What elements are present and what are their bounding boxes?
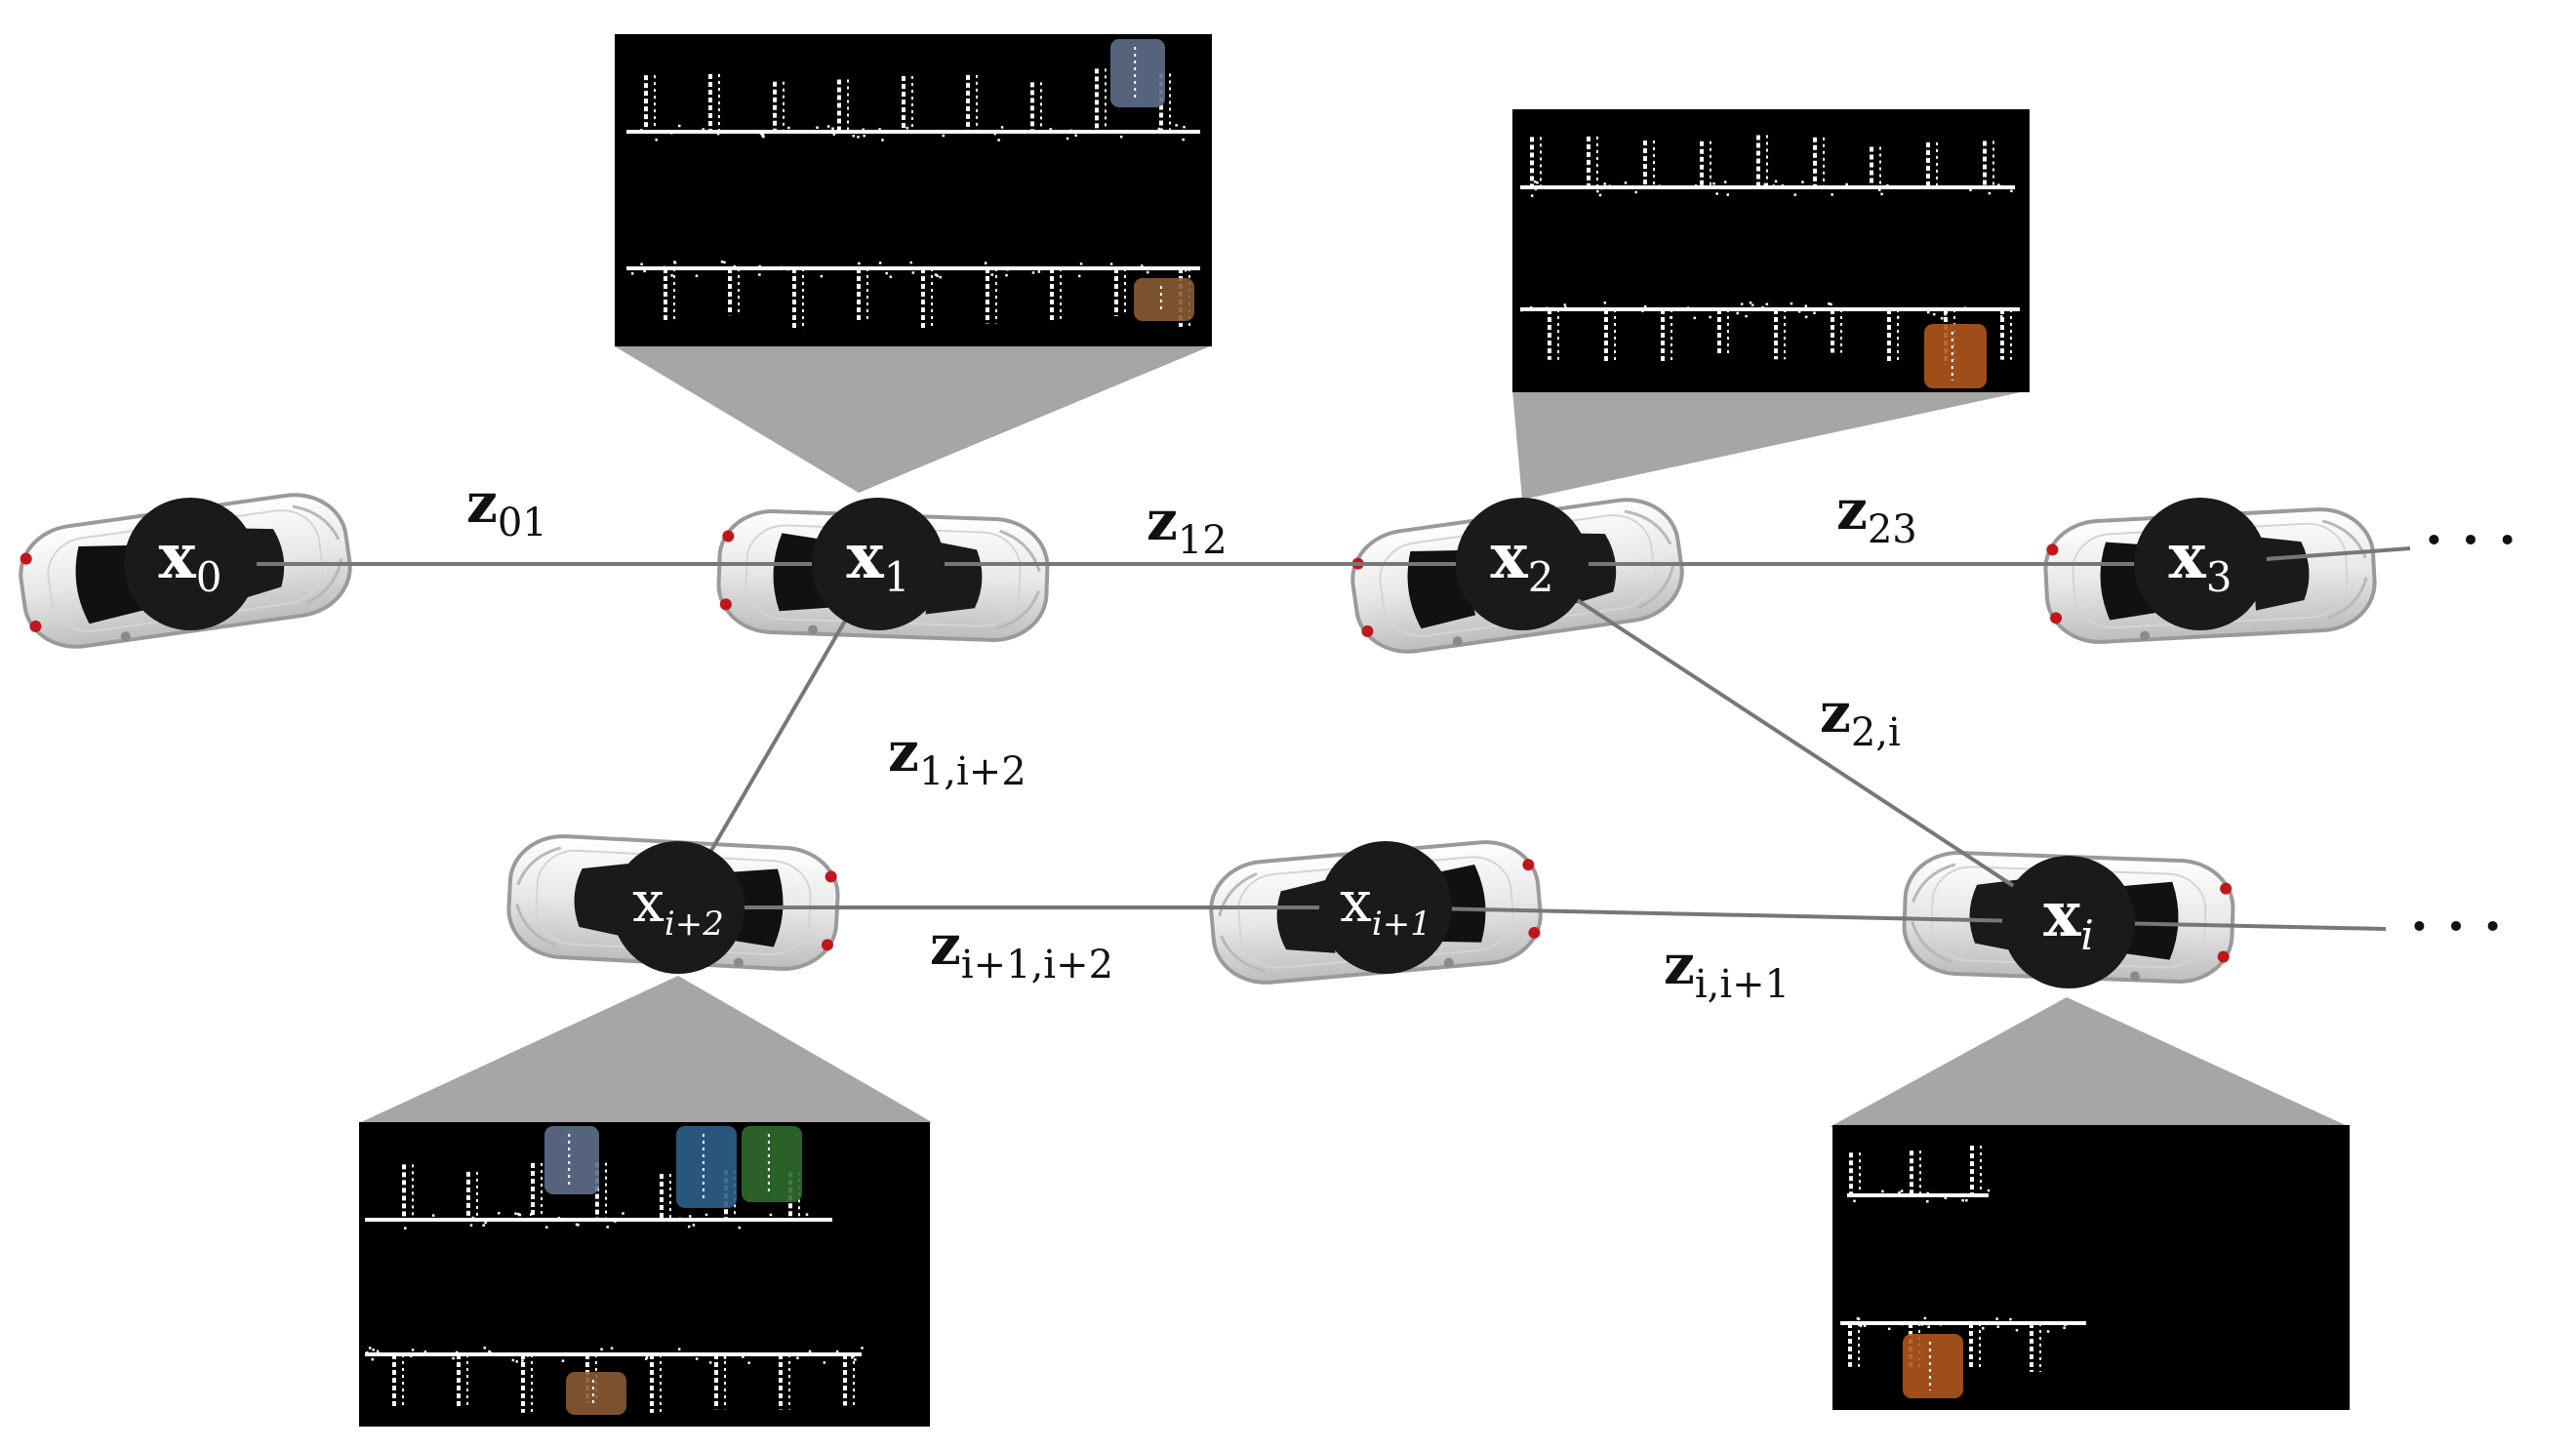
callout-x1 (615, 346, 1210, 493)
edge-label-x2-x3: z23 (1836, 478, 1917, 552)
edge-label-sub: 1,i+2 (919, 749, 1026, 794)
edge-label-base: z (1820, 681, 1851, 745)
node-label: x1 (847, 520, 910, 601)
edge-label-base: z (930, 913, 961, 978)
edge-xi1-xi (1385, 906, 2070, 924)
ellipsis-bottom: · · · (2410, 895, 2502, 957)
node-label-sub: 0 (196, 553, 222, 601)
edge-label-base: z (1664, 933, 1695, 997)
node-label-sub: i+2 (664, 905, 724, 944)
node-xi1: xi+1 (1319, 841, 1452, 974)
node-x2: x2 (1456, 498, 1589, 630)
scan-inset-xi (1832, 1125, 2350, 1410)
node-xi: xi (2002, 856, 2135, 988)
callout-layer (361, 346, 2350, 1127)
node-label-sub: 1 (884, 553, 910, 601)
edge-layer (190, 546, 2411, 931)
edge-label-x2-xi: z2,i (1820, 681, 1901, 755)
edge-label-sub: i+1,i+2 (961, 943, 1113, 987)
scan-inset-x2 (1512, 109, 2030, 392)
edge-label-x1-xi2: z1,i+2 (888, 720, 1026, 794)
edge-label-sub: 23 (1868, 507, 1917, 552)
scan-layer (359, 34, 2350, 1427)
callout-xi2 (361, 976, 932, 1122)
ellipsis-top: · · · (2425, 508, 2516, 571)
callout-x2 (1512, 390, 2030, 500)
edge-label-base: z (1147, 489, 1178, 553)
node-label-sub: 2 (1528, 553, 1554, 601)
node-label: xi+1 (1340, 868, 1431, 944)
node-label-base: x (2043, 878, 2081, 951)
edge-label-sub: 12 (1178, 518, 1228, 563)
edge-label-base: z (466, 471, 498, 536)
parked-car-patch (676, 1126, 737, 1208)
node-xi2: xi+2 (612, 841, 745, 974)
node-label-base: x (159, 520, 197, 593)
node-label-base: x (847, 520, 885, 593)
node-label: x2 (1491, 520, 1554, 601)
node-label-base: x (1491, 520, 1529, 593)
parked-car-patch (1924, 324, 1987, 388)
parked-car-patch (742, 1126, 802, 1202)
node-x1: x1 (812, 498, 945, 630)
node-label-sub: i+1 (1372, 905, 1431, 944)
parked-car-patch (1134, 278, 1194, 321)
edge-label-x0-x1: z01 (466, 471, 547, 545)
edge-label-base: z (888, 720, 919, 785)
edge-label-xi1-xi: zi,i+1 (1664, 933, 1790, 1007)
edge-label-x1-x2: z12 (1147, 489, 1228, 563)
callout-xi (1830, 997, 2350, 1127)
node-label: xi (2043, 878, 2094, 959)
node-label-base: x (632, 868, 664, 935)
edge-x2-xi (1520, 562, 2071, 924)
parked-car-patch (1903, 1334, 1963, 1398)
edge-label-base: z (1836, 478, 1868, 543)
node-label-base: x (2169, 520, 2207, 593)
parked-car-patch (544, 1126, 599, 1194)
node-label: x0 (159, 520, 222, 601)
edge-label-sub: 2,i (1851, 710, 1901, 755)
parked-car-patch (566, 1372, 626, 1415)
scan-inset-x1 (615, 34, 1212, 346)
node-x0: x0 (124, 498, 257, 630)
node-label: x3 (2169, 520, 2233, 601)
node-label-base: x (1340, 868, 1372, 935)
edge-label-sub: 01 (498, 501, 547, 545)
edge-label-xi2-xi1: zi+1,i+2 (930, 913, 1113, 987)
node-label-sub: 3 (2206, 553, 2233, 601)
node-x3: x3 (2134, 498, 2267, 630)
parked-car-patch (1110, 39, 1165, 107)
node-label-sub: i (2080, 911, 2093, 959)
scan-inset-xi2 (359, 1122, 930, 1427)
node-label: xi+2 (632, 868, 724, 944)
edge-label-sub: i,i+1 (1695, 962, 1790, 1007)
